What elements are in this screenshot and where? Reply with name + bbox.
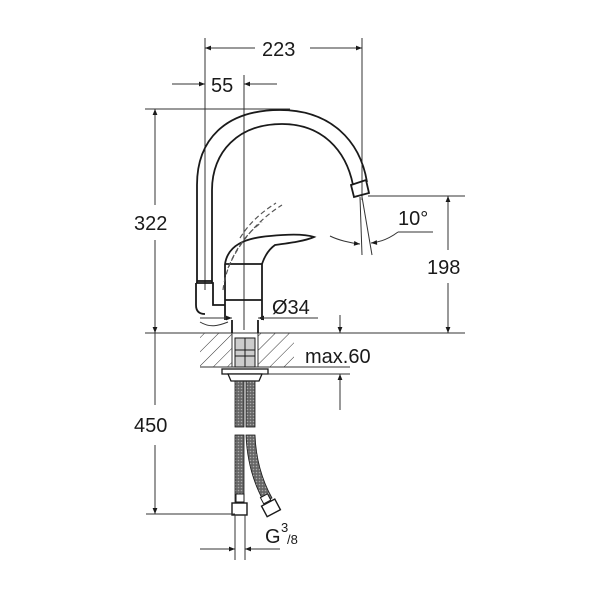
dim-label-450: 450: [134, 415, 167, 437]
dim-label-max-60: max.60: [305, 346, 371, 368]
faucet-lever: [222, 202, 317, 291]
dimension-198: 198: [368, 195, 465, 333]
dimension-g-3-8: G 3 /8: [200, 520, 298, 552]
dim-label-223: 223: [262, 39, 295, 61]
dim-label-198: 198: [427, 257, 460, 279]
flexible-hoses: [231, 380, 282, 560]
countertop-section: [200, 333, 350, 382]
dimension-55: 55: [172, 75, 277, 330]
dimension-diameter-34: Ø34: [199, 297, 318, 327]
dimension-max-60: max.60: [262, 315, 371, 410]
faucet-spout: [196, 109, 371, 283]
dim-label-55: 55: [211, 75, 233, 97]
dim-label-diameter-34: Ø34: [272, 297, 310, 319]
dim-label-g-sup: 3: [281, 520, 288, 535]
dim-label-322: 322: [134, 213, 167, 235]
dimension-10-degree: 10°: [329, 196, 433, 256]
dimension-450: 450: [134, 333, 235, 515]
dimension-223: 223: [204, 38, 363, 290]
dimension-322: 322: [134, 108, 465, 334]
faucet-body: [195, 263, 263, 333]
dim-label-g-sub: /8: [287, 532, 298, 547]
dim-label-g: G: [265, 526, 281, 548]
dim-label-10-degree: 10°: [398, 208, 428, 230]
